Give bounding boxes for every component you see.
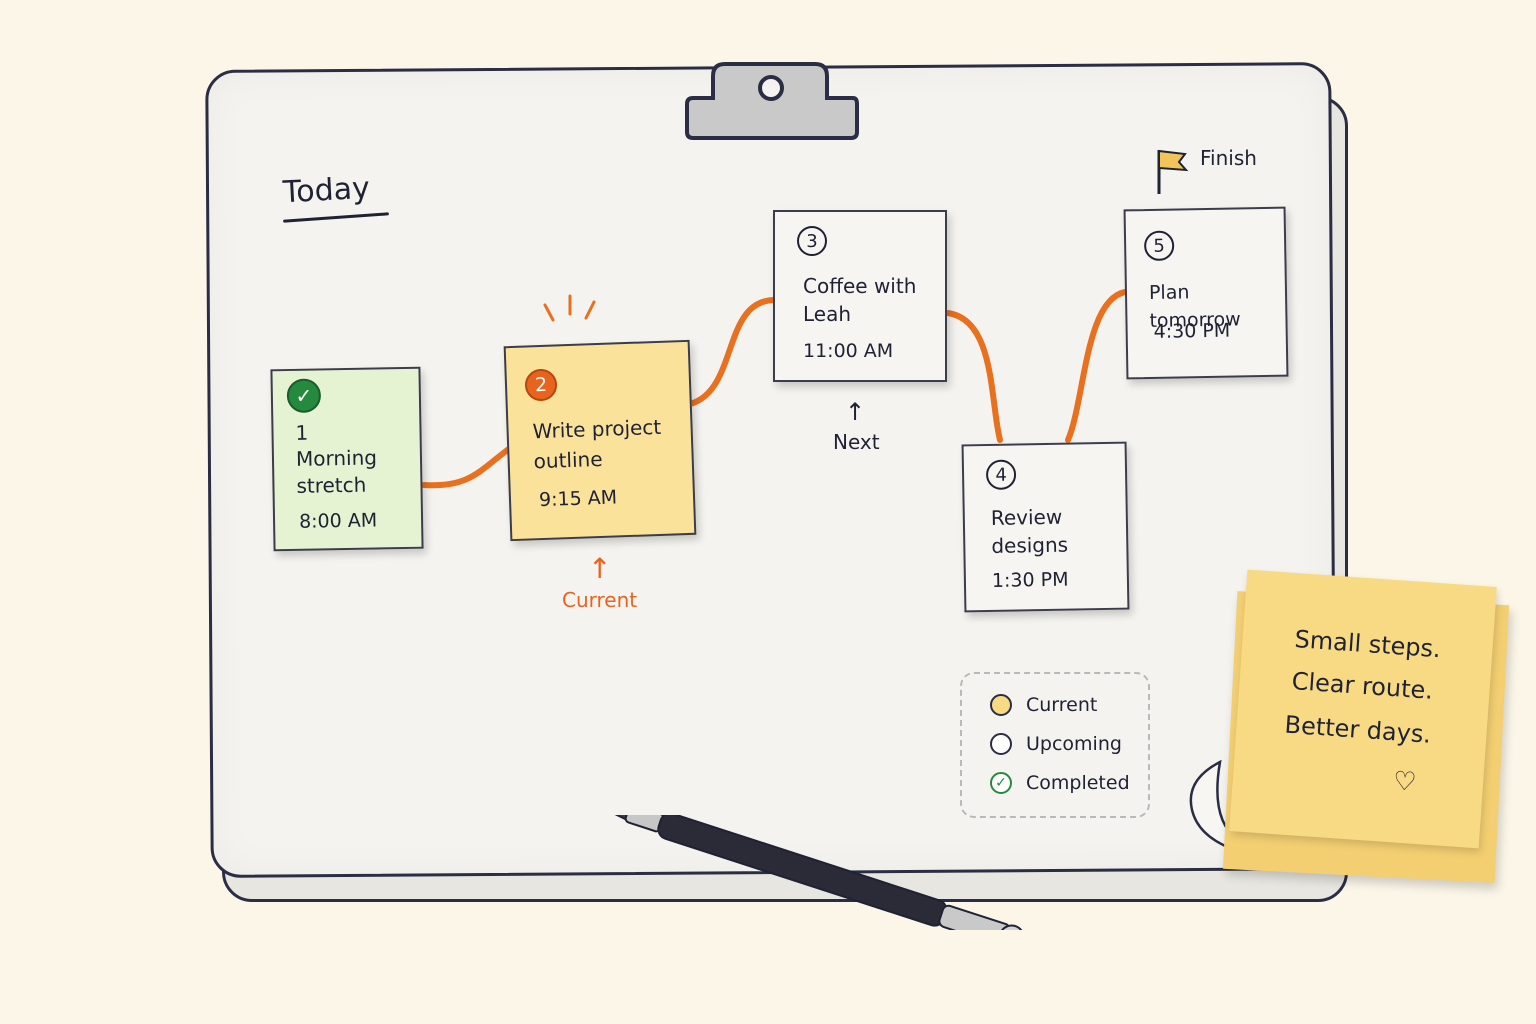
legend-item-upcoming: Upcoming <box>990 733 1122 755</box>
flag-icon <box>1157 149 1189 194</box>
task-number: 1 <box>295 420 309 445</box>
task-time: 8:00 AM <box>298 509 378 533</box>
task-card-review-designs[interactable]: 4 Review designs 1:30 PM <box>961 441 1130 613</box>
task-card-coffee-with-leah[interactable]: 3 Coffee with Leah 11:00 AM <box>773 210 947 382</box>
sticky-note: Small steps. Clear route. Better days. ♡ <box>1229 569 1497 849</box>
current-annotation: Current <box>562 588 638 612</box>
task-name-line1: Morning <box>295 445 378 471</box>
legend-item-completed: ✓ Completed <box>990 772 1130 794</box>
current-dot-icon <box>990 694 1012 716</box>
completed-check-icon: ✓ <box>990 772 1012 794</box>
task-name-line2: designs <box>991 532 1069 558</box>
finish-label: Finish <box>1200 146 1257 170</box>
page-curl <box>1189 760 1240 850</box>
check-icon: ✓ <box>286 378 322 414</box>
upcoming-dot-icon <box>990 733 1012 755</box>
task-name-line2: outline <box>533 446 603 474</box>
task-name-line2: Leah <box>803 302 852 326</box>
task-card-morning-stretch[interactable]: ✓ 1 Morning stretch 8:00 AM <box>270 366 424 552</box>
task-name-line1: Write project <box>532 414 662 444</box>
task-name-line2: stretch <box>296 472 367 498</box>
task-time: 9:15 AM <box>538 486 618 512</box>
task-name-line1: Coffee with <box>803 274 917 298</box>
heart-icon: ♡ <box>1391 766 1418 798</box>
task-number-badge: 4 <box>985 459 1017 491</box>
legend-label: Current <box>1026 694 1098 716</box>
task-time: 4:30 PM <box>1153 319 1231 343</box>
pen-icon <box>581 815 1025 930</box>
task-number-badge: 5 <box>1143 230 1175 262</box>
legend-label: Upcoming <box>1026 733 1122 755</box>
task-time: 11:00 AM <box>803 340 894 362</box>
task-time: 1:30 PM <box>991 568 1069 592</box>
task-number-badge: 2 <box>524 368 558 402</box>
next-annotation: Next <box>833 430 880 454</box>
task-number-badge: 3 <box>797 226 827 256</box>
task-name-line1: Review <box>990 504 1063 530</box>
task-card-plan-tomorrow[interactable]: 5 Plan tomorrow 4:30 PM <box>1123 206 1289 380</box>
clipboard-clip-icon <box>685 62 859 140</box>
legend-label: Completed <box>1026 772 1130 794</box>
legend: Current Upcoming ✓ Completed <box>960 672 1150 818</box>
legend-item-current: Current <box>990 694 1097 716</box>
sticky-line-1: Small steps. <box>1293 625 1442 664</box>
sticky-line-2: Clear route. <box>1290 666 1434 705</box>
sticky-line-3: Better days. <box>1283 710 1432 749</box>
next-arrow-icon: ↑ <box>845 398 866 426</box>
current-arrow-icon: ↑ <box>588 552 612 585</box>
task-card-write-project-outline[interactable]: 2 Write project outline 9:15 AM <box>503 339 697 542</box>
